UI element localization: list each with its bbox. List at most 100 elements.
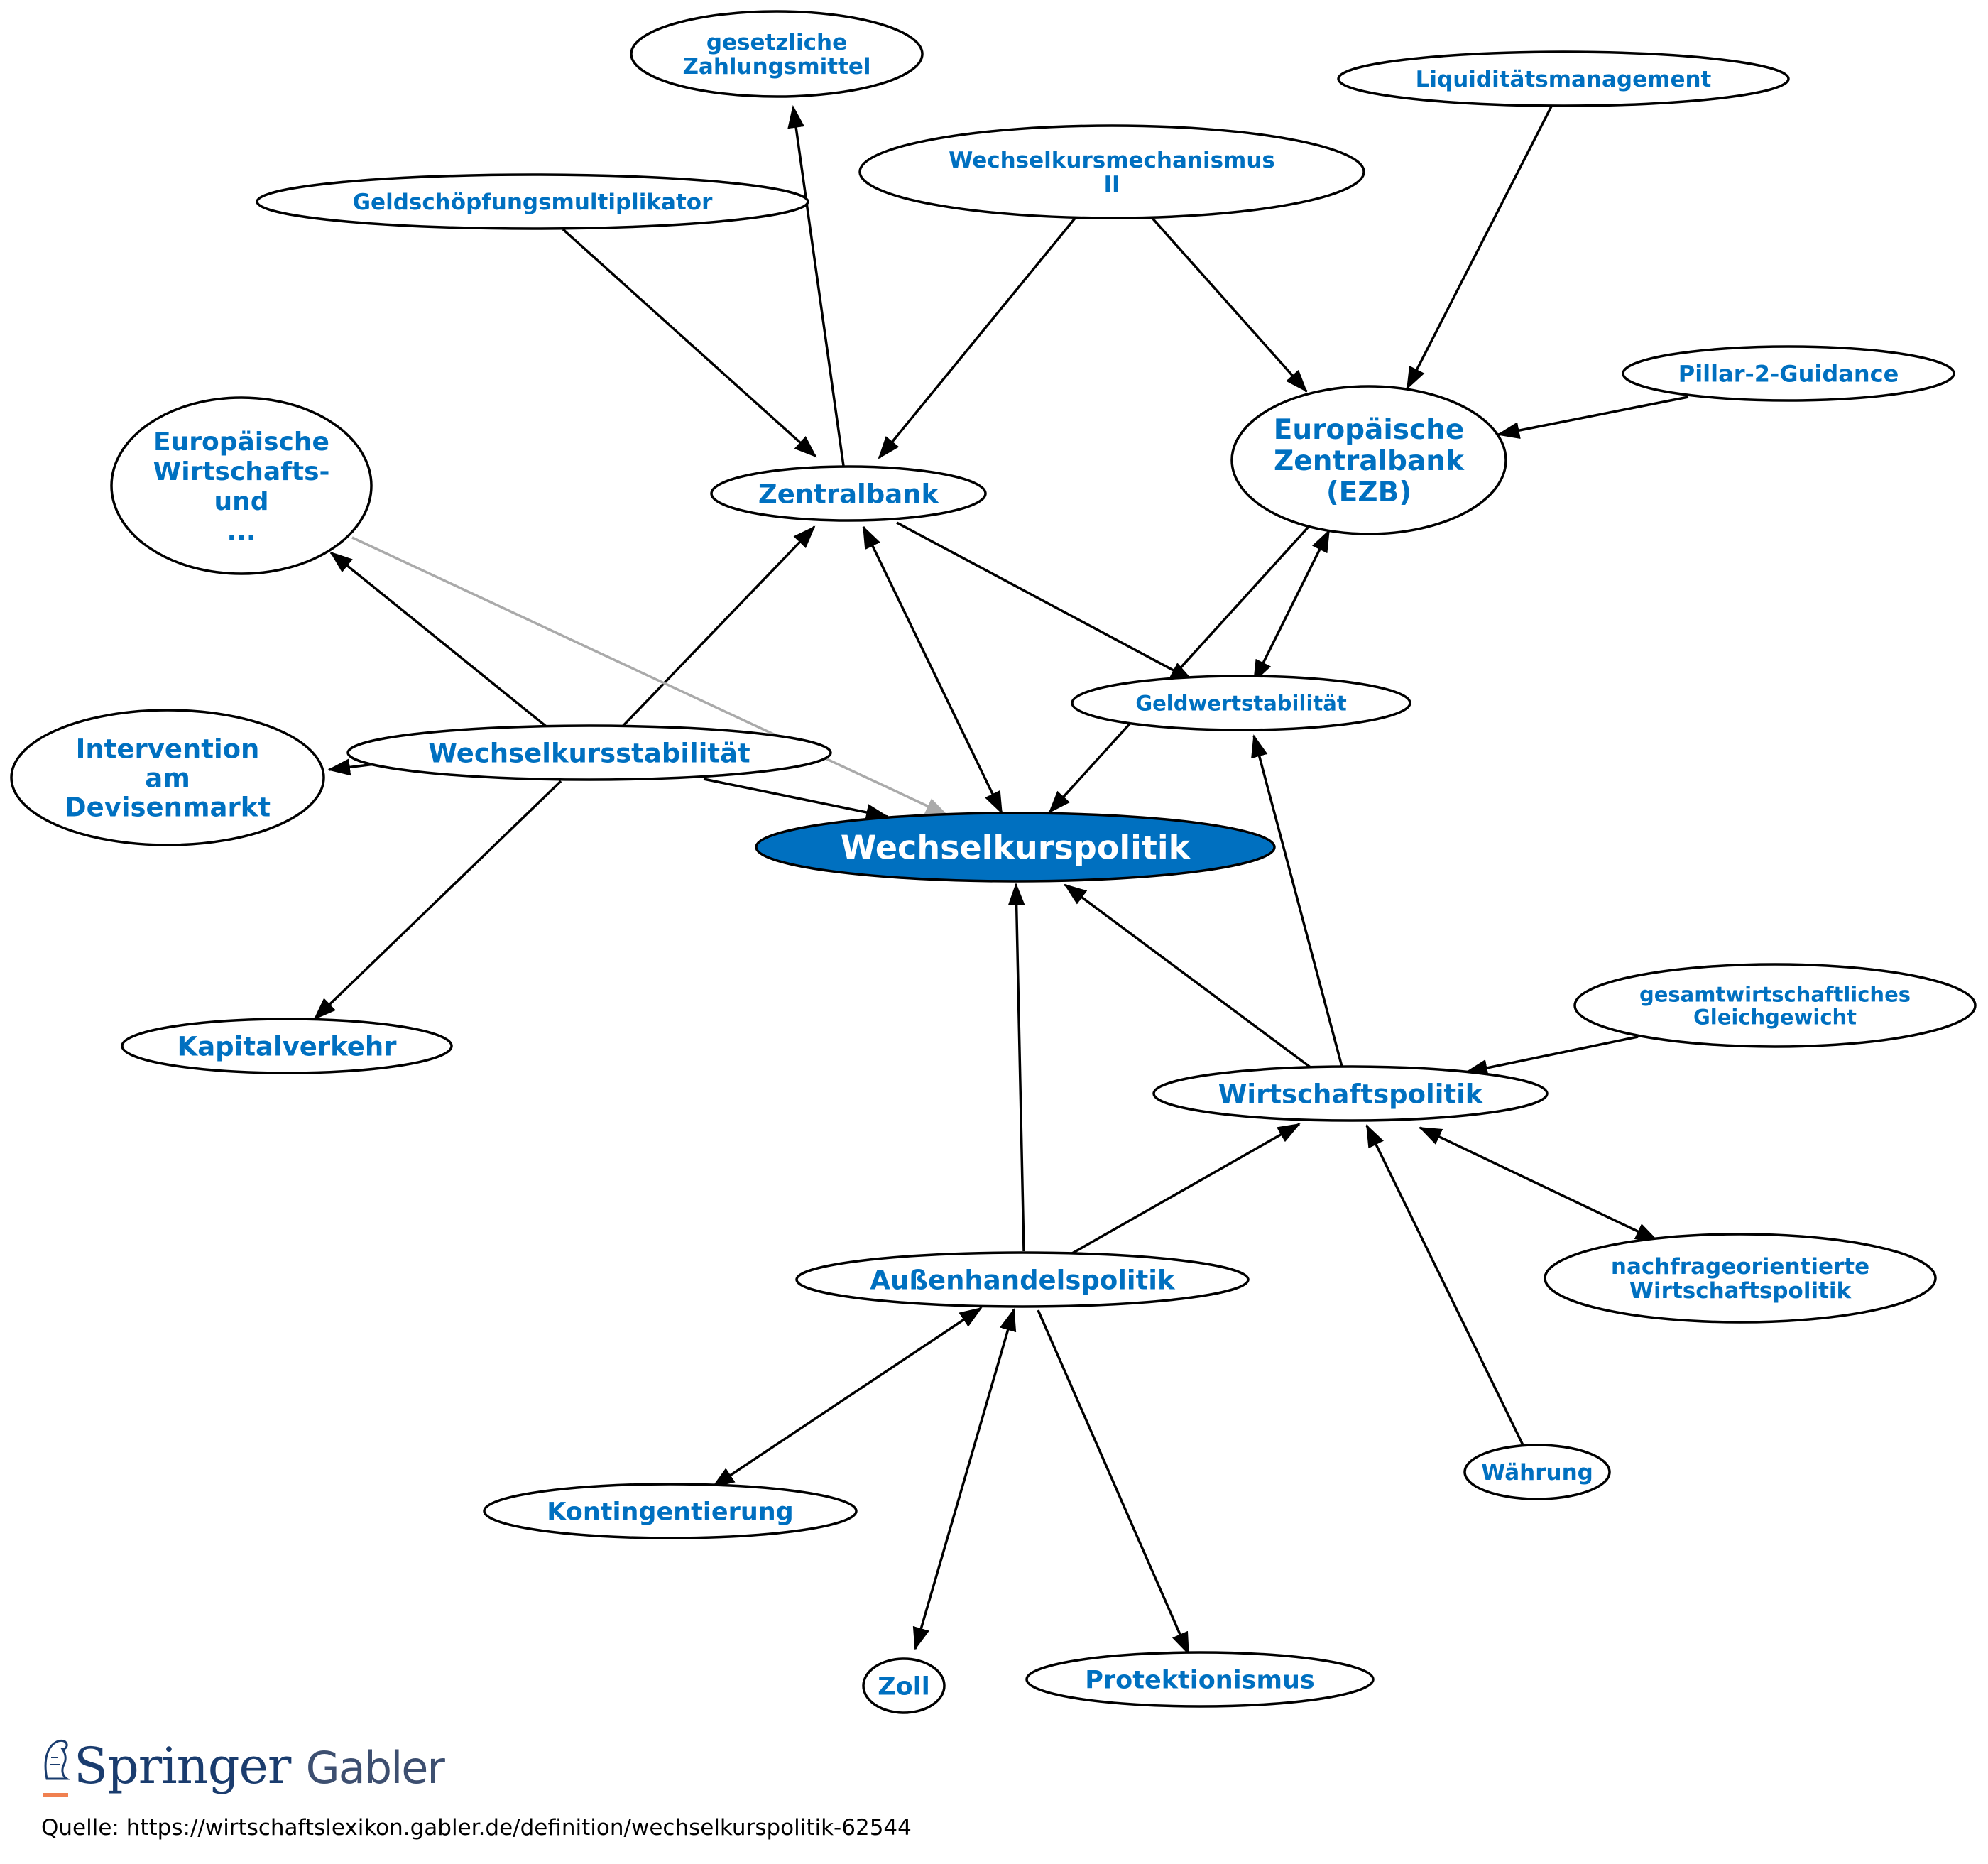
node-label: ... (226, 517, 256, 546)
node-shape (1230, 385, 1507, 535)
edge-zentralbank-wechselkurspolitik (862, 525, 1003, 814)
node-wirtschaftspolitik[interactable]: Wirtschaftspolitik (1152, 1065, 1549, 1122)
edge-ezb-geldwertstabilitaet (1252, 529, 1331, 683)
edge-aussenhandel-wirtschaftspolitik (1071, 1123, 1301, 1255)
publisher-logo (41, 1736, 70, 1804)
node-label: (EZB) (1326, 476, 1411, 508)
edge-aussenhandel-protektionismus (1037, 1309, 1190, 1655)
node-shape (755, 812, 1276, 883)
node-kontingentierung[interactable]: Kontingentierung (483, 1483, 858, 1539)
node-shape (858, 124, 1365, 219)
node-shape (1071, 675, 1411, 731)
edge-gesamtwirtschaftlich-wirtschaftspolitik (1465, 1035, 1639, 1077)
edge-wkstabil-europaeische (329, 551, 554, 733)
node-protektionismus[interactable]: Protektionismus (1025, 1651, 1375, 1708)
node-shape (862, 1657, 946, 1714)
node-label: Wirtschafts- (153, 457, 330, 486)
node-label: Protektionismus (1085, 1667, 1314, 1695)
edges (313, 104, 1689, 1655)
node-zentralbank[interactable]: Zentralbank (710, 465, 987, 522)
node-shape (121, 1018, 453, 1074)
edge-wkstabil-wechselkurspolitik (703, 778, 889, 821)
node-label: Wechselkurspolitik (841, 829, 1191, 867)
nodes: Wechselkurspolitik gesetzlicheZahlungsmit… (10, 10, 1977, 1714)
node-kapitalverkehr[interactable]: Kapitalverkehr (121, 1018, 453, 1074)
node-label: Liquiditätsmanagement (1416, 67, 1712, 92)
node-wechselkurspolitik[interactable]: Wechselkurspolitik (755, 812, 1276, 883)
concept-map: Wechselkurspolitik gesetzlicheZahlungsmit… (10, 10, 1977, 1714)
edge-wkm-ezb (1149, 215, 1308, 393)
node-label: Wechselkursstabilität (428, 738, 750, 768)
node-shape (346, 724, 832, 781)
edge-wkstabil-intervention (327, 758, 376, 776)
node-shape (110, 396, 373, 575)
node-label: Zentralbank (1274, 445, 1465, 477)
node-pillar2[interactable]: Pillar-2-Guidance (1622, 345, 1955, 402)
node-label: am (145, 763, 190, 793)
edge-europaeische-wechselkurspolitik (351, 536, 949, 817)
node-label: Europäische (1274, 414, 1465, 446)
node-geldwertstabilitaet[interactable]: Geldwertstabilität (1071, 675, 1411, 731)
node-label: Geldschöpfungsmultiplikator (353, 190, 713, 215)
node-label: Währung (1481, 1460, 1593, 1486)
edge-wkstabil-kapitalverkehr (313, 780, 562, 1020)
edge-wkm-zentralbank (878, 215, 1078, 459)
brand-springer: Springer (74, 1737, 291, 1795)
edge-wirtschaftspolitik-wechselkurspolitik (1064, 883, 1313, 1069)
node-label: Kapitalverkehr (178, 1031, 398, 1062)
edge-waehrung-wirtschaftspolitik (1365, 1124, 1525, 1447)
node-label: gesetzliche (706, 30, 847, 55)
node-label: Gleichgewicht (1693, 1005, 1857, 1029)
node-shape (1622, 345, 1955, 402)
node-label: Geldwertstabilität (1135, 691, 1347, 715)
node-shape (1337, 50, 1790, 107)
edge-geldschoepfung-zentralbank (562, 228, 817, 458)
node-label: II (1103, 172, 1120, 197)
node-label: Devisenmarkt (65, 792, 271, 822)
node-shape (795, 1251, 1250, 1308)
brand-gabler: Gabler (305, 1742, 445, 1794)
node-shape (630, 10, 924, 98)
node-label: Zoll (878, 1673, 929, 1701)
node-shape (710, 465, 987, 522)
node-wechselkursstabilitaet[interactable]: Wechselkursstabilität (346, 724, 832, 781)
node-label: Zentralbank (758, 479, 940, 509)
edge-wkstabil-zentralbank (616, 525, 816, 733)
node-shape (1544, 1233, 1937, 1324)
node-label: Wechselkursmechanismus (949, 148, 1275, 173)
springer-horse-icon (43, 1739, 70, 1797)
node-shape (256, 173, 809, 230)
node-label: Kontingentierung (547, 1498, 793, 1527)
edge-wirtschaftspolitik-geldwertstabilitaet (1251, 734, 1343, 1067)
node-label: und (214, 487, 268, 516)
node-label: nachfrageorientierte (1611, 1254, 1869, 1280)
edge-aussenhandel-wechselkurspolitik (1007, 883, 1025, 1252)
node-zoll[interactable]: Zoll (862, 1657, 946, 1714)
node-shape (483, 1483, 858, 1539)
node-shape (1025, 1651, 1375, 1708)
node-label: Wirtschaftspolitik (1218, 1079, 1484, 1109)
node-waehrung[interactable]: Währung (1463, 1444, 1611, 1500)
edge-aussenhandel-kontingentierung (711, 1307, 983, 1488)
edge-zentralbank-gesetzliche-zahlungsmittel (787, 105, 845, 467)
source-citation: Quelle: https://wirtschaftslexikon.gable… (41, 1815, 912, 1841)
node-label: Zahlungsmittel (682, 54, 870, 80)
node-shape (10, 709, 325, 846)
node-geldschoepfungsmultiplikator[interactable]: Geldschöpfungsmultiplikator (256, 173, 809, 230)
node-aussenhandelspolitik[interactable]: Außenhandelspolitik (795, 1251, 1250, 1308)
node-shape (1152, 1065, 1549, 1122)
node-europaeische-wirtschafts[interactable]: EuropäischeWirtschafts-und... (110, 396, 373, 575)
node-label: Europäische (153, 427, 329, 457)
edge-liquiditaet-ezb (1406, 104, 1553, 390)
node-liquiditaetsmanagement[interactable]: Liquiditätsmanagement (1337, 50, 1790, 107)
edge-ezb-wechselkurspolitik (1048, 526, 1309, 814)
node-shape (1463, 1444, 1611, 1500)
edge-wirtschaftspolitik-nachfrage (1419, 1126, 1659, 1242)
edge-aussenhandel-zoll (912, 1308, 1017, 1650)
